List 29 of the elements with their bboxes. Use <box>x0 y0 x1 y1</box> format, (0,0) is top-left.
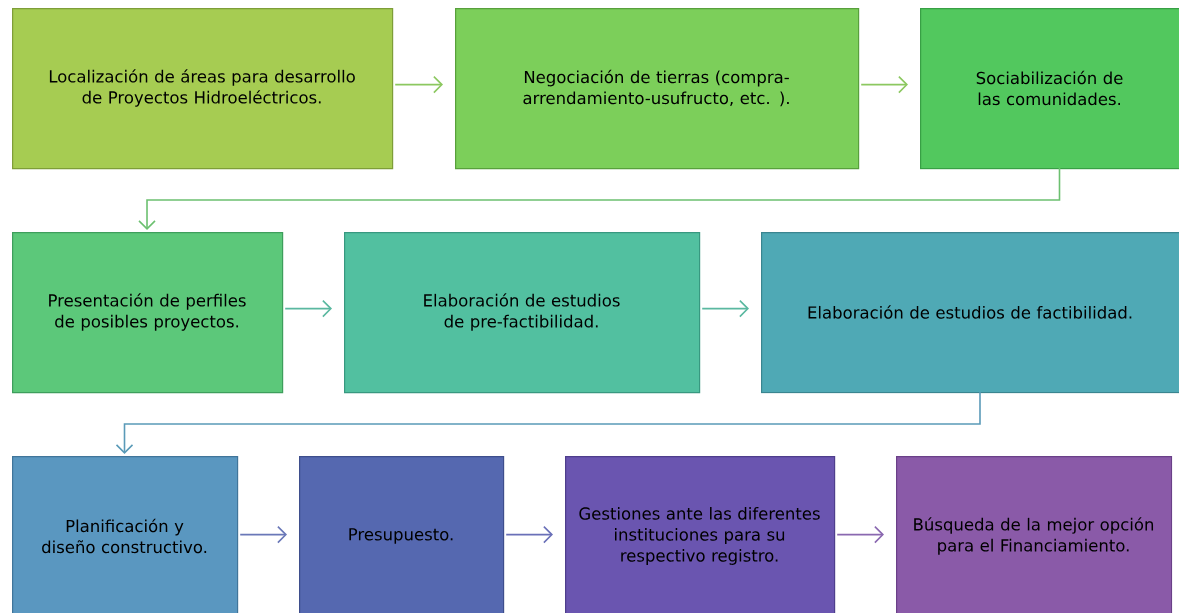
box-text: Elaboración de estudios de pre-factibilidad. <box>424 293 620 331</box>
box-text: Negociación de tierras (compra-arrendamiento-usufructo, etc. ). <box>523 69 789 107</box>
process-box <box>12 8 394 170</box>
box-text: Localización de áreas para desarrollo de Proyectos Hidroeléctricos. <box>49 69 355 107</box>
box-text: Planificación y diseño constructivo. <box>42 518 207 554</box>
arrow <box>239 525 287 544</box>
process-box <box>12 456 239 613</box>
box-text: Presupuesto. <box>349 528 453 544</box>
process-box <box>761 232 1179 394</box>
process-box <box>12 232 284 394</box>
box-text: Presentación de perfiles de posibles proyectos. <box>49 293 246 331</box>
arrow <box>394 75 443 94</box>
process-box <box>344 232 701 394</box>
arrow <box>505 525 553 544</box>
box-text: Sociabilización de las comunidades. <box>976 70 1123 106</box>
box-text: Gestiones ante las diferentes instituciones para su respectivo registro. <box>579 507 820 565</box>
box-text: Búsqueda de la mejor opción para el Financiamiento. <box>914 517 1154 555</box>
process-box <box>896 456 1173 613</box>
process-box <box>565 456 836 613</box>
box-text: Elaboración de estudios de factibilidad. <box>808 305 1132 319</box>
process-box <box>455 8 860 170</box>
arrow <box>138 167 1061 230</box>
arrow <box>115 391 981 454</box>
arrow <box>836 525 884 544</box>
process-box <box>920 8 1179 170</box>
arrow <box>284 299 332 318</box>
arrow <box>701 299 749 318</box>
arrow <box>860 75 908 94</box>
process-box <box>299 456 505 613</box>
